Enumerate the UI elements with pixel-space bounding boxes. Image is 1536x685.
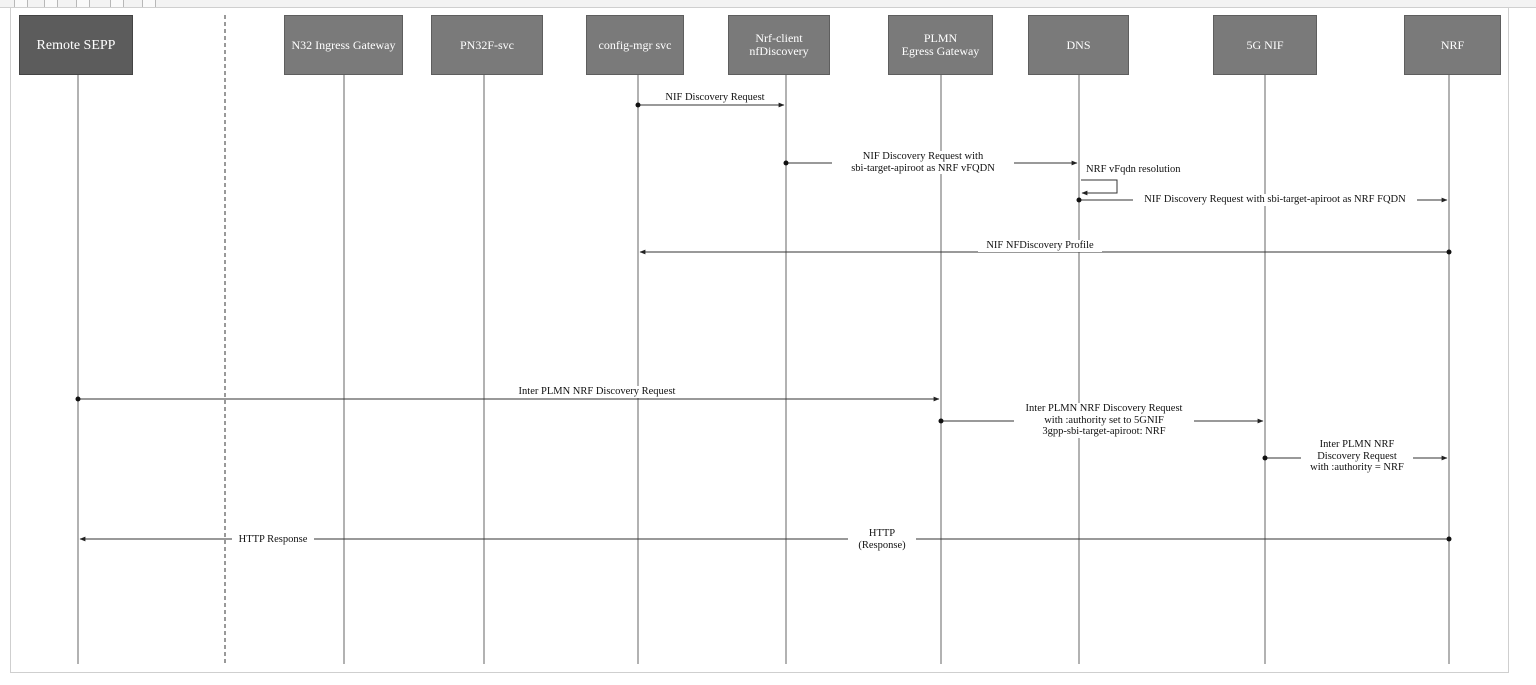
message-label-m9b: HTTP Response	[232, 534, 314, 546]
message-origin-dot	[1446, 249, 1452, 255]
message-origin-dot	[1076, 197, 1082, 203]
message-label-m5: NIF NFDiscovery Profile	[978, 240, 1102, 252]
message-label-m6: Inter PLMN NRF Discovery Request	[508, 386, 686, 398]
message-label-m2: NIF Discovery Request with sbi-target-ap…	[832, 151, 1014, 174]
participant-remote-sepp[interactable]: Remote SEPP	[19, 15, 133, 75]
message-label-m1: NIF Discovery Request	[655, 92, 775, 104]
message-label-m8: Inter PLMN NRF Discovery Request with :a…	[1301, 439, 1413, 474]
participant-n32-ingress[interactable]: N32 Ingress Gateway	[284, 15, 403, 75]
participant-dns[interactable]: DNS	[1028, 15, 1129, 75]
message-label-m9: HTTP (Response)	[848, 528, 916, 551]
participant-5g-nif[interactable]: 5G NIF	[1213, 15, 1317, 75]
participant-nrf[interactable]: NRF	[1404, 15, 1501, 75]
message-label-m3: NRF vFqdn resolution	[1084, 164, 1198, 176]
participant-nrf-client[interactable]: Nrf-client nfDiscovery	[728, 15, 830, 75]
message-origin-dot	[1446, 536, 1452, 542]
message-arrow-m3	[1081, 179, 1118, 196]
participant-config-mgr[interactable]: config-mgr svc	[586, 15, 684, 75]
message-origin-dot	[75, 396, 81, 402]
message-origin-dot	[635, 102, 641, 108]
participant-plmn-egress[interactable]: PLMN Egress Gateway	[888, 15, 993, 75]
message-label-m7: Inter PLMN NRF Discovery Request with :a…	[1014, 403, 1194, 438]
participant-pn32f-svc[interactable]: PN32F-svc	[431, 15, 543, 75]
diagram-frame	[10, 7, 1509, 673]
message-origin-dot	[1262, 455, 1268, 461]
message-label-m4: NIF Discovery Request with sbi-target-ap…	[1133, 194, 1417, 206]
message-origin-dot	[938, 418, 944, 424]
message-origin-dot	[783, 160, 789, 166]
